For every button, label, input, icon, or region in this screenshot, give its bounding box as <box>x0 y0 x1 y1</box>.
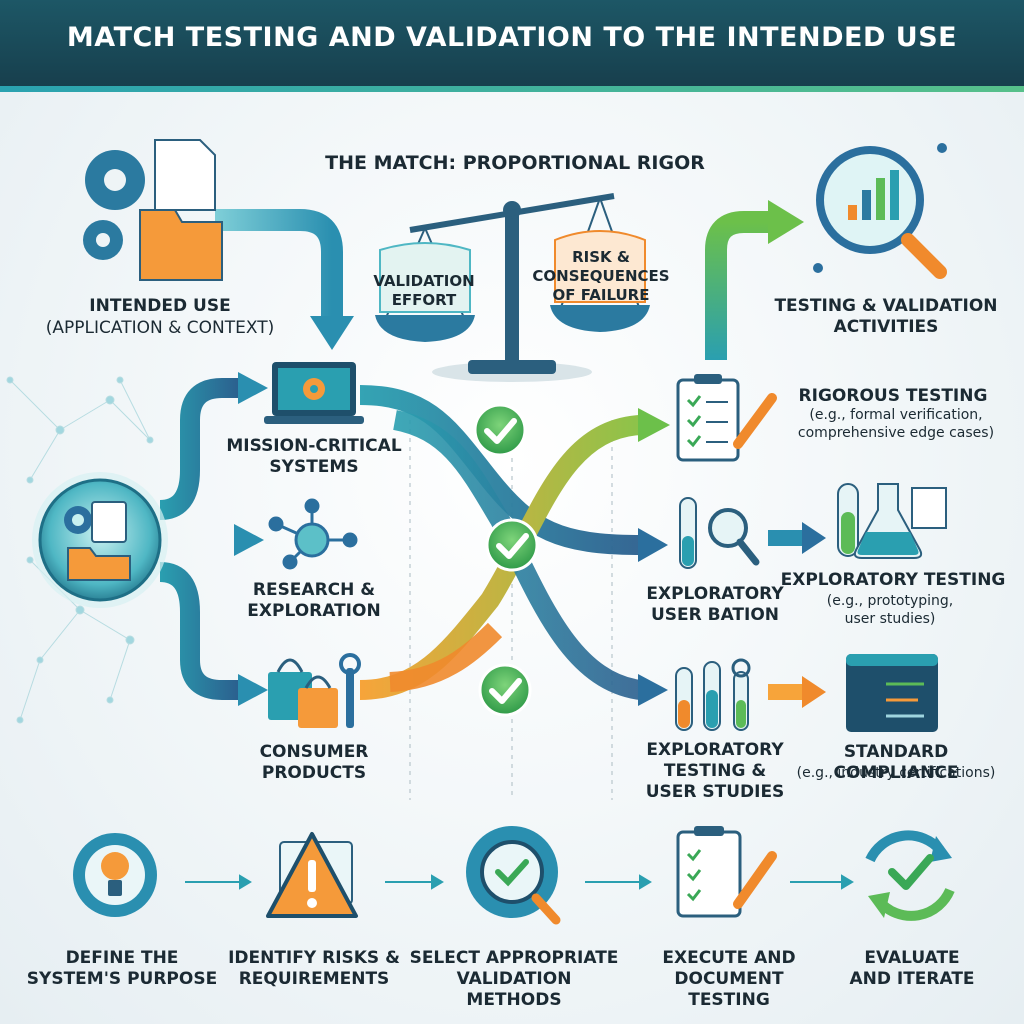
warning-icon <box>266 832 358 918</box>
step-label: IDENTIFY RISKS & REQUIREMENTS <box>228 948 400 989</box>
outcome-detail: (e.g., industry certifications) <box>796 765 996 781</box>
test-tubes-magnifier-icon <box>679 497 760 569</box>
arrowhead <box>310 316 354 350</box>
header-banner <box>0 0 1024 86</box>
validation-effort-label: VALIDATION EFFORT <box>373 272 475 309</box>
testing-activities-label: TESTING & VALIDATION ACTIVITIES <box>774 296 998 337</box>
balance-scale-icon <box>375 193 650 382</box>
intended-use-icon <box>83 139 223 281</box>
outcome-title: EXPLORATORY TESTING <box>780 570 1006 590</box>
application-label: RESEARCH & EXPLORATION <box>247 580 381 621</box>
branch-arrowheads <box>234 372 268 706</box>
risk-consequences-label: RISK & CONSEQUENCES OF FAILURE <box>532 248 670 304</box>
method-label: EXPLORATORY TESTING & USER STUDIES <box>645 740 785 802</box>
outcome-title: STANDARD COMPLIANCE <box>833 742 959 783</box>
step-label: EVALUATE AND ITERATE <box>849 948 975 989</box>
lightbulb-gear-icon <box>73 833 157 917</box>
arrow-to-testing-activities <box>705 211 770 360</box>
intended-use-hub <box>32 472 168 608</box>
outcome-detail: (e.g., prototyping, user studies) <box>826 593 954 627</box>
check-circle <box>485 518 539 572</box>
code-terminal-icon <box>846 654 938 732</box>
intended-use-context: (APPLICATION & CONTEXT) <box>45 318 275 338</box>
clipboard-checklist-icon <box>676 374 777 462</box>
outcome-title: RIGOROUS TESTING <box>798 386 988 406</box>
branch-arrows <box>159 378 240 700</box>
network-node-icon <box>268 498 358 570</box>
method-label: EXPLORATORY USER BATION <box>646 584 784 625</box>
intended-use-title: INTENDED USE <box>89 296 231 316</box>
step-label: DEFINE THE SYSTEM'S PURPOSE <box>26 948 218 989</box>
network-decoration <box>6 376 154 724</box>
application-label: MISSION-CRITICAL SYSTEMS <box>226 436 402 477</box>
outcome-arrows <box>768 522 826 708</box>
application-label: CONSUMER PRODUCTS <box>259 742 369 783</box>
shopping-bag-icon <box>268 653 361 728</box>
magnifier-chart-icon <box>813 143 947 279</box>
page-title: MATCH TESTING AND VALIDATION TO THE INTE… <box>66 22 958 53</box>
cycle-check-icon <box>865 830 955 921</box>
step-label: SELECT APPROPRIATE VALIDATION METHODS <box>409 948 619 1010</box>
outcome-detail: (e.g., formal verification, comprehensiv… <box>797 407 995 441</box>
clipboard-pen-icon <box>676 826 777 918</box>
step-label: EXECUTE AND DOCUMENT TESTING <box>662 948 796 1010</box>
arrowhead <box>768 200 804 244</box>
test-tubes-icon <box>675 658 751 731</box>
dashed-guides <box>409 420 613 800</box>
header-stripe <box>0 86 1024 92</box>
flow-arrowheads <box>638 408 670 706</box>
check-circle <box>473 403 527 457</box>
lab-flask-icon <box>837 483 947 559</box>
gear-check-icon <box>466 826 561 925</box>
arrow-intended-to-mission <box>215 209 343 318</box>
check-circle <box>478 663 532 717</box>
laptop-gear-icon <box>264 362 364 424</box>
match-heading: THE MATCH: PROPORTIONAL RIGOR <box>325 152 705 174</box>
step-arrows <box>185 874 854 890</box>
